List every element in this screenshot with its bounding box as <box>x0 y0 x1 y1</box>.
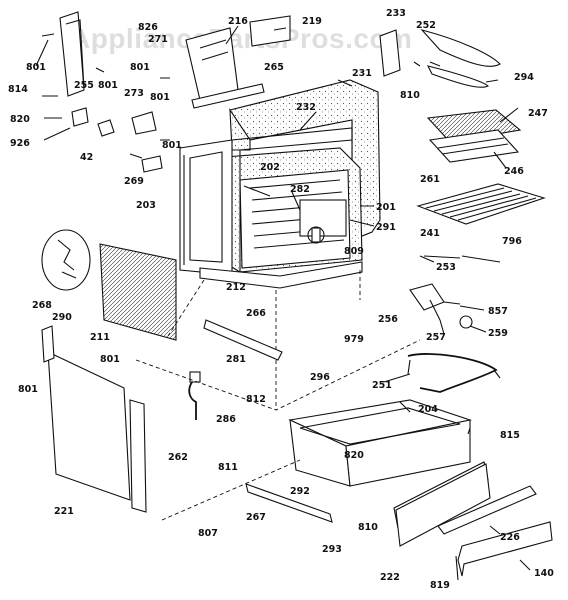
bottom-pan-212 <box>199 261 363 289</box>
label-221: 221 <box>54 506 74 517</box>
label-801: 801 <box>26 62 46 73</box>
label-815: 815 <box>500 430 520 441</box>
part-labels: 801 826 271 216 219 233 252 294 801 801 … <box>8 8 554 591</box>
oven-liner-201 <box>211 147 363 273</box>
latch-281 <box>188 371 201 420</box>
drawer-204 <box>288 399 473 487</box>
label-232: 232 <box>296 102 316 113</box>
label-926: 926 <box>10 138 30 149</box>
upper-right-parts <box>379 28 501 88</box>
clip-269 <box>141 155 163 173</box>
side-panel-221 <box>47 351 147 513</box>
label-826: 826 <box>138 22 158 33</box>
label-252: 252 <box>416 20 436 31</box>
screws <box>41 33 170 159</box>
oven-rack-241 <box>416 183 546 225</box>
label-266: 266 <box>246 308 266 319</box>
label-857: 857 <box>488 306 508 317</box>
label-219: 219 <box>302 16 322 27</box>
label-281: 281 <box>226 354 246 365</box>
label-201: 201 <box>376 202 396 213</box>
label-140: 140 <box>534 568 554 579</box>
label-296: 296 <box>310 372 330 383</box>
label-801c: 801 <box>150 92 170 103</box>
label-267: 267 <box>246 512 266 523</box>
label-268: 268 <box>32 300 52 311</box>
label-820b: 820 <box>344 450 364 461</box>
drawer-front-222 <box>393 461 553 577</box>
rod-253 <box>461 255 501 263</box>
igniter-assembly <box>409 283 473 329</box>
label-246: 246 <box>504 166 524 177</box>
block-820 <box>71 107 89 127</box>
label-286: 286 <box>216 414 236 425</box>
label-796: 796 <box>502 236 522 247</box>
trim-266 <box>203 319 283 361</box>
label-292: 292 <box>290 486 310 497</box>
label-814: 814 <box>8 84 28 95</box>
label-271: 271 <box>148 34 168 45</box>
top-panels <box>185 15 291 109</box>
label-979: 979 <box>344 334 364 345</box>
wiring-268 <box>41 229 91 291</box>
label-290: 290 <box>52 312 72 323</box>
label-801g: 801 <box>18 384 38 395</box>
label-801d: 801 <box>98 80 118 91</box>
label-282: 282 <box>290 184 310 195</box>
label-820: 820 <box>10 114 30 125</box>
label-801e: 801 <box>162 140 182 151</box>
label-253: 253 <box>436 262 456 273</box>
drawer-slide-267 <box>245 483 333 523</box>
label-801b: 801 <box>130 62 150 73</box>
label-273: 273 <box>124 88 144 99</box>
label-809: 809 <box>344 246 364 257</box>
label-42: 42 <box>80 152 93 163</box>
label-807: 807 <box>198 528 218 539</box>
label-211: 211 <box>90 332 110 343</box>
label-202: 202 <box>260 162 280 173</box>
bracket-273 <box>131 111 157 135</box>
label-204: 204 <box>418 404 438 415</box>
label-251: 251 <box>372 380 392 391</box>
label-241: 241 <box>420 228 440 239</box>
leader-lines <box>35 25 531 581</box>
guide-lines <box>135 279 421 521</box>
label-291: 291 <box>376 222 396 233</box>
label-226: 226 <box>500 532 520 543</box>
label-812: 812 <box>246 394 266 405</box>
bracket-290 <box>41 325 55 363</box>
label-233: 233 <box>386 8 406 19</box>
side-channel-255 <box>59 11 85 97</box>
label-269: 269 <box>124 176 144 187</box>
label-801f: 801 <box>100 354 120 365</box>
watermark: AppliancePartsPros.com <box>70 23 412 54</box>
label-261: 261 <box>420 174 440 185</box>
label-255: 255 <box>74 80 94 91</box>
switch-42 <box>97 119 115 137</box>
back-panel-211 <box>99 243 177 341</box>
label-256: 256 <box>378 314 398 325</box>
label-811: 811 <box>218 462 238 473</box>
label-259: 259 <box>488 328 508 339</box>
label-819: 819 <box>430 580 450 591</box>
label-247: 247 <box>528 108 548 119</box>
bake-element-251 <box>407 353 498 393</box>
label-216: 216 <box>228 16 248 27</box>
label-265: 265 <box>264 62 284 73</box>
label-262: 262 <box>168 452 188 463</box>
label-293: 293 <box>322 544 342 555</box>
label-222: 222 <box>380 572 400 583</box>
label-294: 294 <box>514 72 534 83</box>
label-810: 810 <box>400 90 420 101</box>
label-810b: 810 <box>358 522 378 533</box>
label-212: 212 <box>226 282 246 293</box>
label-231: 231 <box>352 68 372 79</box>
label-257: 257 <box>426 332 446 343</box>
label-203: 203 <box>136 200 156 211</box>
